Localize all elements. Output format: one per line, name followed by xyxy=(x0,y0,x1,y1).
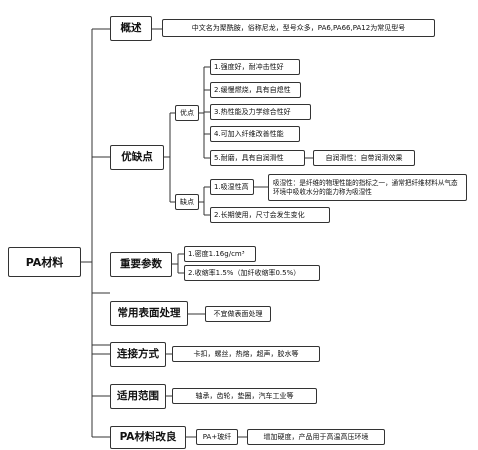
overview-label: 概述 xyxy=(120,22,142,35)
pros-node: 优点 xyxy=(175,105,199,121)
improve-method-text: PA+玻纤 xyxy=(202,432,232,441)
pro-item-5-note-text: 自润滑性：自带润滑效果 xyxy=(325,153,403,162)
con-item-2-text: 2.长期使用，尺寸会发生变化 xyxy=(214,210,305,219)
con-item-1-note-text: 吸湿性：是纤维的物理性能的指标之一，通常把纤维材料从气态环境中吸收水分的能力称为… xyxy=(273,178,458,196)
proscons-node: 优缺点 xyxy=(110,145,164,170)
overview-detail-node: 中文名为聚酰胺，俗称尼龙，型号众多，PA6,PA66,PA12为常见型号 xyxy=(162,19,435,37)
improve-label: PA材料改良 xyxy=(119,431,177,444)
improve-detail-text: 增加硬度，产品用于高温高压环境 xyxy=(263,432,369,441)
surface-node: 常用表面处理 xyxy=(110,301,188,326)
surface-label: 常用表面处理 xyxy=(117,307,181,320)
pro-item-4: 4.可加入纤维改善性能 xyxy=(210,126,300,142)
joining-detail-node: 卡扣，螺丝，热熔，超声，胶水等 xyxy=(172,346,320,362)
pro-item-5-note: 自润滑性：自带润滑效果 xyxy=(313,150,415,166)
surface-detail-node: 不宜做表面处理 xyxy=(205,306,271,322)
scope-label: 适用范围 xyxy=(117,390,159,403)
joining-label: 连接方式 xyxy=(117,348,159,361)
joining-node: 连接方式 xyxy=(110,342,166,367)
pro-item-5-text: 5.耐磨，具有自润滑性 xyxy=(214,153,284,162)
pro-item-5: 5.耐磨，具有自润滑性 xyxy=(210,150,305,166)
pro-item-4-text: 4.可加入纤维改善性能 xyxy=(214,129,284,138)
param-item-1-text: 1.密度1.16g/cm³ xyxy=(188,249,245,258)
con-item-1-note: 吸湿性：是纤维的物理性能的指标之一，通常把纤维材料从气态环境中吸收水分的能力称为… xyxy=(268,174,467,201)
cons-label: 缺点 xyxy=(180,197,194,206)
con-item-2: 2.长期使用，尺寸会发生变化 xyxy=(210,207,330,223)
param-item-2: 2.收缩率1.5%（加纤收缩率0.5%） xyxy=(184,265,320,281)
params-label: 重要参数 xyxy=(120,258,162,271)
pro-item-3: 3.热性能及力学综合性好 xyxy=(210,104,311,120)
improve-method-node: PA+玻纤 xyxy=(196,429,238,445)
pro-item-2-text: 2.缓慢燃烧，具有自熄性 xyxy=(214,85,291,94)
scope-node: 适用范围 xyxy=(110,384,166,409)
param-item-2-text: 2.收缩率1.5%（加纤收缩率0.5%） xyxy=(188,268,301,277)
proscons-label: 优缺点 xyxy=(121,151,153,164)
improve-node: PA材料改良 xyxy=(110,426,186,449)
pro-item-1-text: 1.强度好，耐冲击性好 xyxy=(214,62,284,71)
root-label: PA材料 xyxy=(25,255,64,269)
pro-item-1: 1.强度好，耐冲击性好 xyxy=(210,59,300,75)
con-item-1: 1.吸湿性高 xyxy=(210,179,254,195)
overview-node: 概述 xyxy=(110,16,152,41)
params-node: 重要参数 xyxy=(110,252,172,277)
pro-item-2: 2.缓慢燃烧，具有自熄性 xyxy=(210,82,301,98)
root-node: PA材料 xyxy=(8,247,81,277)
pros-label: 优点 xyxy=(180,108,194,117)
con-item-1-text: 1.吸湿性高 xyxy=(214,182,249,191)
surface-detail-text: 不宜做表面处理 xyxy=(213,309,263,318)
cons-node: 缺点 xyxy=(175,194,199,210)
pro-item-3-text: 3.热性能及力学综合性好 xyxy=(214,107,291,116)
scope-detail-node: 轴承，齿轮，垫圈，汽车工业等 xyxy=(172,388,317,404)
overview-detail-text: 中文名为聚酰胺，俗称尼龙，型号众多，PA6,PA66,PA12为常见型号 xyxy=(191,23,406,32)
joining-detail-text: 卡扣，螺丝，热熔，超声，胶水等 xyxy=(193,349,299,358)
scope-detail-text: 轴承，齿轮，垫圈，汽车工业等 xyxy=(195,391,294,400)
param-item-1: 1.密度1.16g/cm³ xyxy=(184,246,256,262)
improve-detail-node: 增加硬度，产品用于高温高压环境 xyxy=(247,429,385,445)
